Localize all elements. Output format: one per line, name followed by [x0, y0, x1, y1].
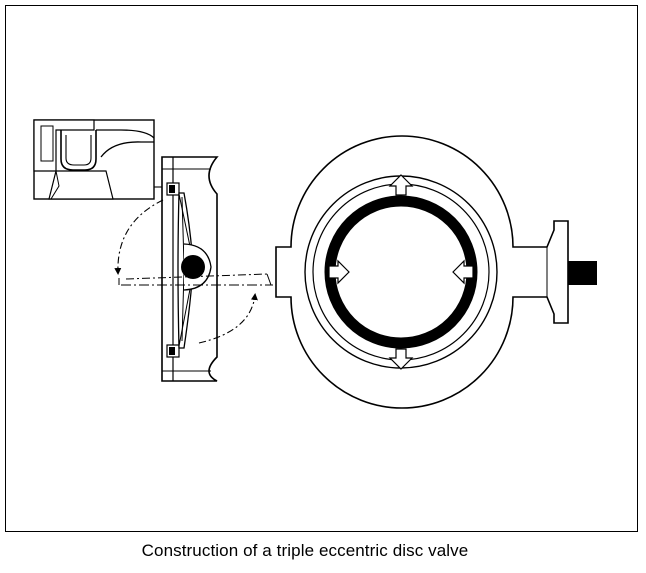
rotation-indicators [114, 199, 273, 344]
seal-detail-inset [33, 119, 155, 200]
inset-disc-bevel [50, 170, 60, 200]
inset-body-block [33, 119, 95, 172]
rotation-arc-lower [198, 293, 258, 344]
valve-side-section [161, 156, 219, 382]
side-disc-arm-lower [178, 283, 192, 347]
arrow-right [452, 259, 474, 285]
inset-disc-edge [48, 170, 114, 200]
side-disc-arm-upper [178, 193, 192, 252]
figure-frame [5, 5, 638, 532]
arrow-top [388, 174, 414, 196]
arrow-bottom [388, 348, 414, 370]
inset-seal-ring-inner [65, 135, 92, 166]
front-body-outline [275, 135, 569, 409]
arrow-left [328, 259, 350, 285]
inset-retainer-curve [100, 141, 154, 158]
inset-retainer-top [96, 129, 155, 139]
centerline-end-right [266, 273, 272, 286]
valve-construction-diagram [33, 119, 597, 409]
disc-centerline [125, 273, 268, 280]
inset-body-groove [40, 125, 54, 162]
rotation-arc-upper [114, 199, 164, 275]
side-top-seat-fill [169, 185, 175, 193]
front-stem-stub [568, 261, 597, 285]
force-arrows [328, 174, 474, 370]
side-shaft [181, 255, 205, 279]
inset-seal-ring [60, 130, 97, 171]
valve-front-view [275, 135, 597, 409]
figure-caption: Construction of a triple eccentric disc … [141, 541, 469, 560]
side-bottom-seat-fill [169, 347, 175, 355]
